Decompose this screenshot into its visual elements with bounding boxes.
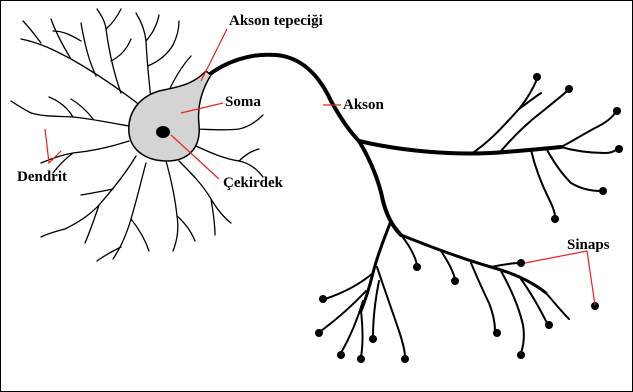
- terminal: [517, 259, 525, 267]
- terminal: [533, 73, 541, 81]
- terminal: [401, 355, 409, 363]
- label-axon-hillock: Akson tepeciği: [229, 13, 323, 29]
- terminal: [315, 329, 323, 337]
- terminal: [613, 107, 621, 115]
- label-soma: Soma: [225, 94, 261, 110]
- terminal: [413, 263, 421, 271]
- terminal: [337, 351, 345, 359]
- labels: Akson tepeciği Soma Akson Çekirdek Dendr…: [17, 13, 610, 253]
- axon: [206, 55, 617, 357]
- label-synapse: Sinaps: [567, 237, 610, 253]
- terminal: [545, 321, 553, 329]
- terminal: [517, 351, 525, 359]
- synapse-pointer: [525, 251, 595, 305]
- label-nucleus: Çekirdek: [223, 175, 284, 191]
- terminal: [319, 295, 327, 303]
- terminal: [451, 277, 459, 285]
- terminal: [369, 335, 377, 343]
- terminal: [615, 145, 623, 153]
- terminal: [493, 329, 501, 337]
- terminal: [565, 85, 573, 93]
- label-dendrite: Dendrit: [17, 169, 67, 185]
- nucleus-shape: [156, 126, 170, 138]
- terminal: [357, 355, 365, 363]
- label-axon: Akson: [343, 97, 385, 113]
- terminal: [551, 215, 559, 223]
- terminal: [599, 187, 607, 195]
